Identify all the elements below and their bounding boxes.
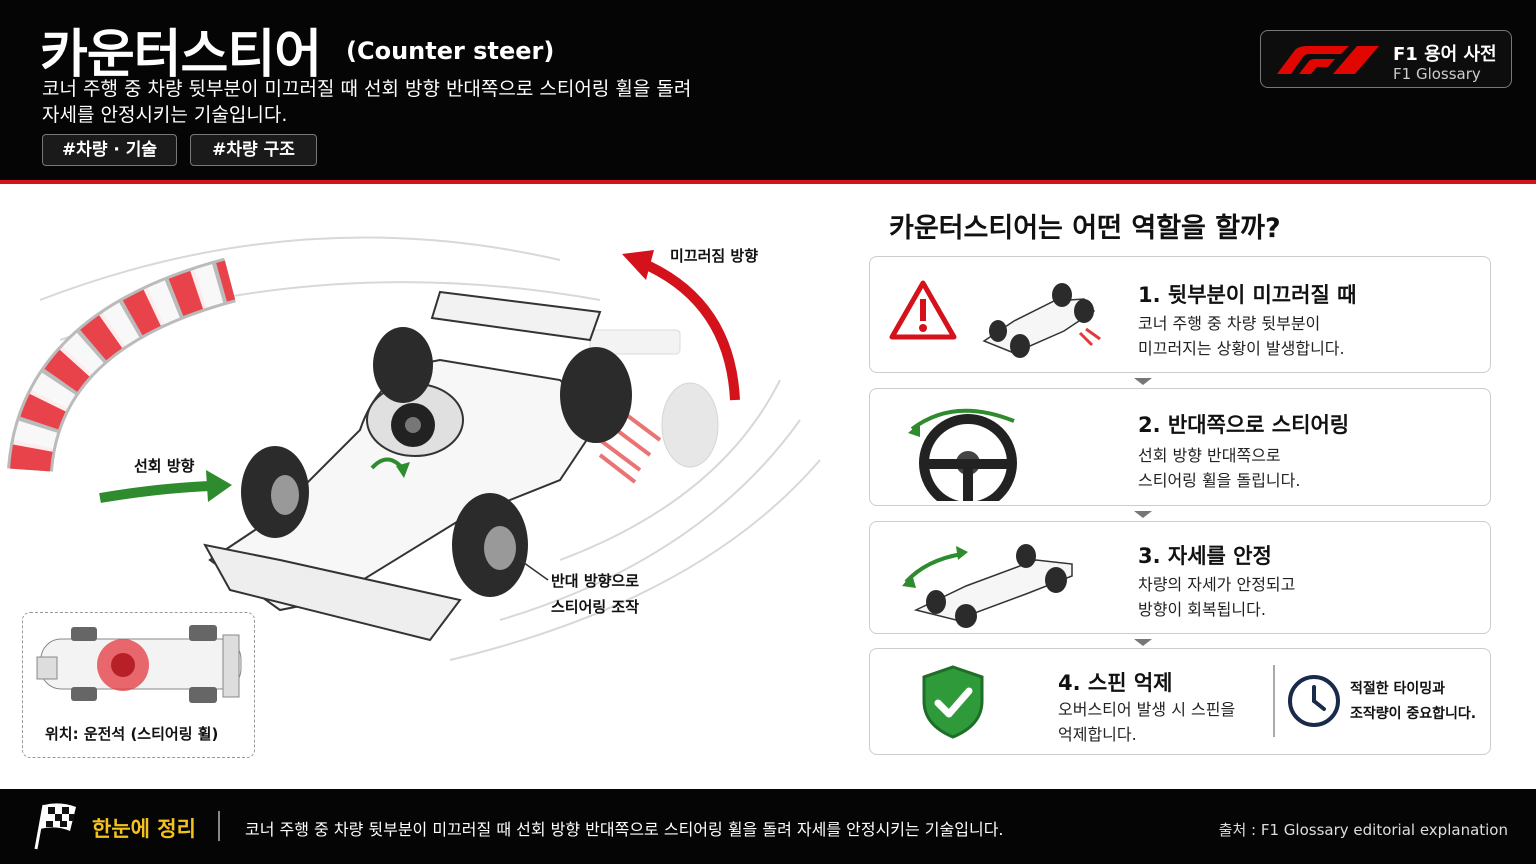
checkered-flag-icon	[34, 803, 76, 850]
step-card-3: 3. 자세를 안정 차량의 자세가 안정되고 방향이 회복됩니다.	[869, 521, 1491, 634]
ghost-car-rear	[589, 329, 719, 468]
step-3-line-2: 방향이 회복됩니다.	[1138, 600, 1266, 619]
counter-label-line-1: 반대 방향으로	[551, 572, 640, 590]
step-4-title: 4. 스핀 억제	[1058, 671, 1173, 695]
brand-badge: F1 용어 사전 F1 Glossary	[1260, 30, 1512, 88]
tag-vehicle-tech[interactable]: #차량 · 기술	[42, 134, 177, 166]
step-card-1: 1. 뒷부분이 미끄러질 때 코너 주행 중 차량 뒷부분이 미끄러지는 상황이…	[869, 256, 1491, 373]
timing-tip-line-2: 조작량이 중요합니다.	[1350, 706, 1477, 722]
sliding-car-icon	[982, 283, 1101, 358]
step-2-line-2: 스티어링 휠을 돌립니다.	[1138, 471, 1301, 490]
step-2-title: 2. 반대쪽으로 스티어링	[1138, 413, 1350, 437]
step-4-line-1: 오버스티어 발생 시 스핀을	[1058, 700, 1236, 719]
f1-logo-icon	[1277, 46, 1379, 74]
car-topview-icon	[36, 625, 242, 703]
warning-icon	[889, 280, 957, 340]
step-4-line-2: 억제합니다.	[1058, 725, 1137, 744]
tag-vehicle-structure[interactable]: #차량 구조	[190, 134, 317, 166]
shield-check-icon	[922, 665, 984, 739]
stable-car-icon	[902, 544, 1073, 628]
step-3-body: 차량의 자세가 안정되고 방향이 회복됩니다.	[1138, 572, 1295, 622]
clock-icon	[1288, 675, 1340, 727]
footer-summary-text: 코너 주행 중 차량 뒷부분이 미끄러질 때 선회 방향 반대쪽으로 스티어링 …	[245, 820, 1004, 839]
card-divider	[1273, 665, 1275, 737]
description-line-2: 자세를 안정시키는 기술입니다.	[42, 104, 288, 126]
step-card-4: 4. 스핀 억제 오버스티어 발생 시 스핀을 억제합니다. 적절한 타이밍과 …	[869, 648, 1491, 755]
page-title: 카운터스티어	[40, 25, 322, 85]
step-1-line-2: 미끄러지는 상황이 발생합니다.	[1138, 339, 1345, 358]
step-connector-2	[1134, 511, 1152, 518]
step-card-2: 2. 반대쪽으로 스티어링 선회 방향 반대쪽으로 스티어링 휠을 돌립니다.	[869, 388, 1491, 506]
step-4-body: 오버스티어 발생 시 스핀을 억제합니다.	[1058, 697, 1235, 747]
turn-direction-arrow	[99, 470, 232, 503]
step-1-title: 1. 뒷부분이 미끄러질 때	[1138, 283, 1357, 307]
panel-title: 카운터스티어는 어떤 역할을 할까?	[889, 213, 1281, 244]
page-description: 코너 주행 중 차량 뒷부분이 미끄러질 때 선회 방향 반대쪽으로 스티어링 …	[42, 76, 722, 128]
footer: 한눈에 정리 코너 주행 중 차량 뒷부분이 미끄러질 때 선회 방향 반대쪽으…	[0, 789, 1536, 864]
counter-label-line-2: 스티어링 조작	[551, 598, 640, 616]
footer-source: 출처 : F1 Glossary editorial explanation	[1218, 821, 1508, 839]
step-connector-1	[1134, 378, 1152, 385]
slide-direction-arrow	[622, 250, 740, 401]
description-line-1: 코너 주행 중 차량 뒷부분이 미끄러질 때 선회 방향 반대쪽으로 스티어링 …	[42, 78, 692, 100]
footer-divider	[218, 811, 220, 841]
timing-tip-line-1: 적절한 타이밍과	[1350, 681, 1446, 697]
timing-tip: 적절한 타이밍과 조작량이 중요합니다.	[1350, 677, 1490, 727]
location-label: 위치: 운전석 (스티어링 휠)	[45, 725, 219, 743]
brand-title-ko: F1 용어 사전	[1393, 44, 1497, 65]
turn-direction-label: 선회 방향	[134, 457, 195, 475]
footer-summary-label: 한눈에 정리	[92, 817, 196, 841]
header-accent-line	[0, 180, 1536, 184]
slide-direction-label: 미끄러짐 방향	[670, 247, 759, 265]
header: 카운터스티어 (Counter steer) 코너 주행 중 차량 뒷부분이 미…	[0, 0, 1536, 181]
step-connector-3	[1134, 639, 1152, 646]
step-2-line-1: 선회 방향 반대쪽으로	[1138, 446, 1281, 465]
formula-car	[203, 290, 632, 642]
brand-title-en: F1 Glossary	[1393, 65, 1481, 83]
step-3-line-1: 차량의 자세가 안정되고	[1138, 575, 1296, 594]
step-3-title: 3. 자세를 안정	[1138, 544, 1272, 568]
page-subtitle-en: (Counter steer)	[346, 37, 555, 65]
counter-steer-label: 반대 방향으로 스티어링 조작	[551, 568, 681, 620]
track-curb	[7, 257, 236, 473]
step-1-body: 코너 주행 중 차량 뒷부분이 미끄러지는 상황이 발생합니다.	[1138, 311, 1345, 361]
location-box: 위치: 운전석 (스티어링 휠)	[22, 612, 255, 758]
step-1-line-1: 코너 주행 중 차량 뒷부분이	[1138, 314, 1321, 333]
step-2-body: 선회 방향 반대쪽으로 스티어링 휠을 돌립니다.	[1138, 443, 1300, 493]
counter-label-leader	[519, 559, 549, 581]
counter-steer-illustration	[7, 236, 821, 661]
steering-wheel-icon	[908, 408, 1017, 501]
